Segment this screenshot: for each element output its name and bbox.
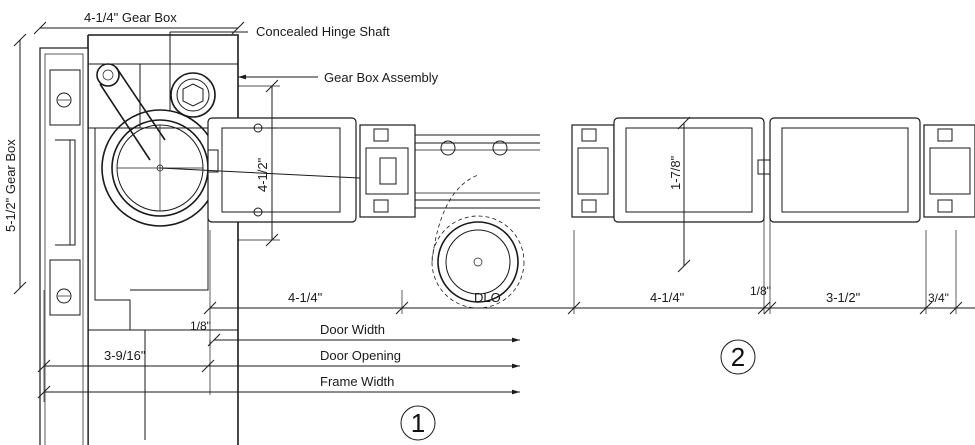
label-dim-1-8-a: 1/8": [750, 284, 771, 298]
callout-one-number: 1: [411, 408, 425, 438]
label-dim-1-8-b: 1/8": [190, 319, 211, 333]
label-dim-3-4: 3/4": [928, 291, 949, 305]
door-panel-left: [159, 79, 401, 247]
label-concealed-hinge-shaft: Concealed Hinge Shaft: [256, 24, 390, 39]
label-gear-box-top: 4-1/4" Gear Box: [84, 10, 177, 25]
label-dim-3-1-2: 3-1/2": [826, 290, 861, 305]
mullion-left: [359, 124, 540, 309]
label-dim-4-1-2: 4-1/2": [255, 157, 270, 192]
callout-one: 1: [400, 405, 436, 441]
callout-two-number: 2: [731, 342, 745, 372]
label-dim-3-9-16: 3-9/16": [104, 348, 146, 363]
door-panel-right: [769, 117, 975, 223]
gear-box-frame: [39, 31, 318, 445]
label-gear-box-side: 5-1/2" Gear Box: [3, 139, 18, 232]
label-gear-box-assembly: Gear Box Assembly: [324, 70, 439, 85]
label-frame-width: Frame Width: [320, 374, 394, 389]
dimensions: [13, 21, 975, 402]
label-dlo: DLO: [474, 290, 501, 305]
door-panel-middle: [571, 116, 771, 273]
label-dim-4-1-4-b: 4-1/4": [650, 290, 685, 305]
label-door-opening: Door Opening: [320, 348, 401, 363]
callout-two: 2: [720, 339, 756, 375]
label-door-width: Door Width: [320, 322, 385, 337]
label-dim-4-1-4-a: 4-1/4": [288, 290, 323, 305]
label-dim-1-7-8: 1-7/8": [668, 155, 683, 190]
